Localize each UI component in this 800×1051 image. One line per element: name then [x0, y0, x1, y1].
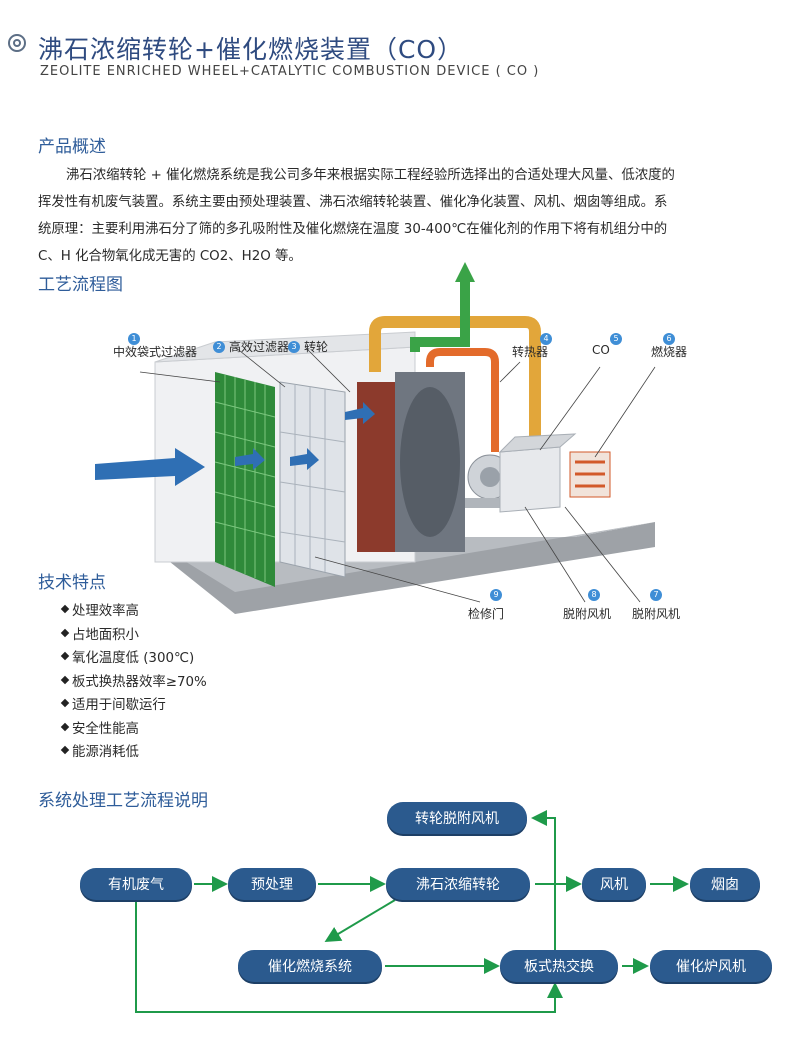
callout-number: 9	[490, 589, 502, 601]
flow-arrows	[135, 810, 689, 1013]
bullet-icon	[60, 698, 70, 708]
callout-number: 4	[540, 333, 552, 345]
return-duct	[426, 348, 499, 452]
feature-item: 安全性能高	[60, 718, 207, 742]
callout-number: 5	[610, 333, 622, 345]
page-subtitle: ZEOLITE ENRICHED WHEEL+CATALYTIC COMBUST…	[40, 64, 540, 79]
flow-node-heat-exchanger: 板式热交换	[500, 950, 618, 982]
zeolite-rotor	[357, 372, 465, 552]
feature-text: 占地面积小	[72, 627, 139, 643]
feature-text: 适用于间歇运行	[72, 698, 166, 713]
callout-rotor: 3 转轮	[288, 338, 328, 355]
bullet-icon	[60, 628, 70, 637]
arrow-waste-to-exchanger	[135, 900, 563, 1013]
overview-line: 沸石浓缩转轮 + 催化燃烧系统是我公司多年来根据实际工程经验所选择出的合适处理大…	[66, 168, 675, 183]
flow-node-catalytic: 催化燃烧系统	[238, 950, 382, 982]
callout-co: 5 CO	[592, 333, 622, 357]
feature-text: 处理效率高	[72, 604, 139, 619]
callout-number: 1	[128, 333, 140, 345]
feature-text: 能源消耗低	[72, 745, 139, 760]
callout-desorb-fan-b: 8 脱附风机	[563, 589, 612, 622]
co-unit	[498, 433, 577, 513]
hepa-filter	[279, 381, 346, 578]
overview-line: C、H 化合物氧化成无害的 CO2、H2O 等。	[38, 249, 302, 264]
inlet-arrow	[95, 448, 205, 486]
bullet-icon	[60, 675, 70, 684]
feature-item: 氧化温度低 (300℃)	[60, 647, 207, 671]
housing-roof	[154, 331, 416, 363]
bullet-icon	[60, 722, 70, 731]
flow-node-desorb-fan: 转轮脱附风机	[387, 802, 527, 834]
overview-line: 挥发性有机废气装置。系统主要由预处理装置、沸石浓缩转轮装置、催化净化装置、风机、…	[38, 195, 668, 210]
callout-desorb-fan-a: 7 脱附风机	[632, 589, 681, 622]
flow-node-chimney: 烟囱	[690, 868, 760, 900]
callout-label: 脱附风机	[563, 607, 612, 621]
overview-line: 统原理：主要利用沸石分了筛的多孔吸附性及催化燃烧在温度 30-400℃在催化剂的…	[38, 222, 668, 237]
flow-node-wheel: 沸石浓缩转轮	[386, 868, 530, 900]
burner-unit	[569, 451, 611, 498]
airflow-arrows	[235, 402, 375, 470]
bag-filter	[214, 372, 276, 587]
bullet-icon	[60, 604, 70, 614]
callout-number: 3	[288, 340, 300, 353]
callout-number: 7	[650, 589, 662, 601]
arrow-exchanger-to-desorb-fan	[531, 810, 556, 950]
callout-label: 燃烧器	[651, 345, 688, 359]
callout-label: CO	[592, 343, 610, 357]
outlet-arrow	[455, 262, 475, 282]
callout-number: 6	[663, 333, 675, 345]
callout-label: 中效袋式过滤器	[113, 345, 198, 359]
hot-duct	[369, 316, 541, 452]
callout-number: 8	[588, 589, 600, 601]
callout-label: 转轮	[304, 340, 329, 354]
bullet-icon	[60, 651, 70, 661]
flow-node-waste-gas: 有机废气	[80, 868, 192, 900]
overview-heading: 产品概述	[38, 137, 106, 157]
callout-label: 检修门	[468, 607, 505, 621]
process-diagram-heading: 工艺流程图	[38, 275, 123, 295]
flow-node-pretreat: 预处理	[228, 868, 316, 900]
callout-label: 高效过滤器	[229, 340, 290, 354]
callout-number: 2	[213, 340, 225, 353]
callout-label: 脱附风机	[632, 607, 681, 621]
callout-hepa-filter: 2 高效过滤器	[213, 338, 289, 355]
callout-burner: 6 燃烧器	[651, 333, 688, 360]
feature-text: 板式换热器效率≥70%	[72, 674, 207, 690]
features-list: 处理效率高 占地面积小 氧化温度低 (300℃) 板式换热器效率≥70% 适用于…	[60, 600, 207, 765]
bullet-icon	[60, 745, 70, 755]
overview-paragraph: 沸石浓缩转轮 + 催化燃烧系统是我公司多年来根据实际工程经验所选择出的合适处理大…	[38, 162, 728, 270]
feature-item: 板式换热器效率≥70%	[60, 671, 207, 695]
arrow-wheel-to-catalytic	[324, 899, 396, 943]
feature-text: 氧化温度低 (300℃)	[72, 651, 195, 666]
feature-item: 占地面积小	[60, 624, 207, 648]
callout-medium-filter: 1 中效袋式过滤器	[113, 333, 198, 360]
page-title: 沸石浓缩转轮+催化燃烧装置（CO）	[38, 35, 464, 64]
callout-label: 转热器	[512, 345, 549, 359]
flow-heading: 系统处理工艺流程说明	[38, 791, 208, 811]
clean-duct	[410, 282, 470, 352]
feature-item: 适用于间歇运行	[60, 694, 207, 718]
callout-access-door: 9 检修门	[468, 589, 505, 622]
process-illustration	[95, 262, 656, 614]
feature-item: 能源消耗低	[60, 741, 207, 765]
feature-text: 安全性能高	[72, 721, 139, 737]
target-icon	[8, 34, 26, 52]
features-heading: 技术特点	[38, 573, 106, 593]
flow-node-fan: 风机	[582, 868, 646, 900]
feature-item: 处理效率高	[60, 600, 207, 624]
callout-heater: 4 转热器	[512, 333, 552, 360]
leader-lines	[139, 346, 656, 603]
flow-node-furnace-fan: 催化炉风机	[650, 950, 772, 982]
